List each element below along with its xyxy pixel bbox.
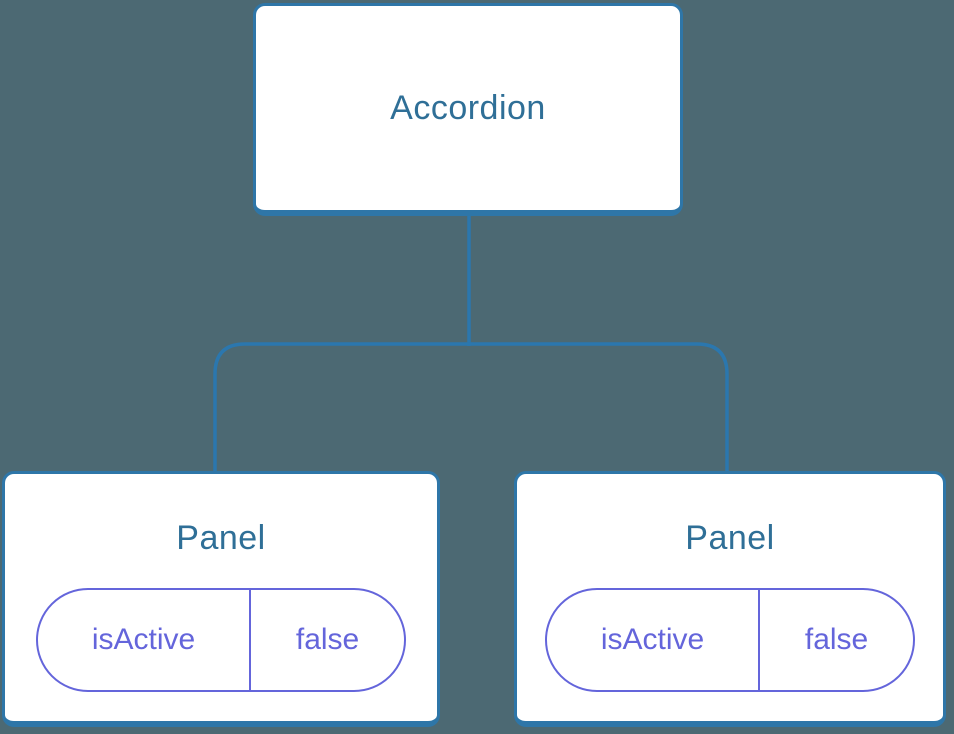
panel-node-label: Panel: [176, 519, 266, 557]
connector-bracket: [213, 342, 729, 471]
state-pill: isActive false: [36, 588, 406, 692]
panel-node-right: Panel isActive false: [514, 471, 946, 727]
accordion-node-label: Accordion: [390, 88, 546, 127]
state-value: false: [295, 623, 360, 656]
state-pill: isActive false: [545, 588, 915, 692]
accordion-node: Accordion: [253, 3, 683, 216]
panel-node-label: Panel: [685, 519, 775, 557]
state-key: isActive: [38, 590, 252, 690]
state-value: false: [804, 623, 869, 656]
panel-node-left: Panel isActive false: [2, 471, 440, 727]
state-key: isActive: [547, 590, 761, 690]
